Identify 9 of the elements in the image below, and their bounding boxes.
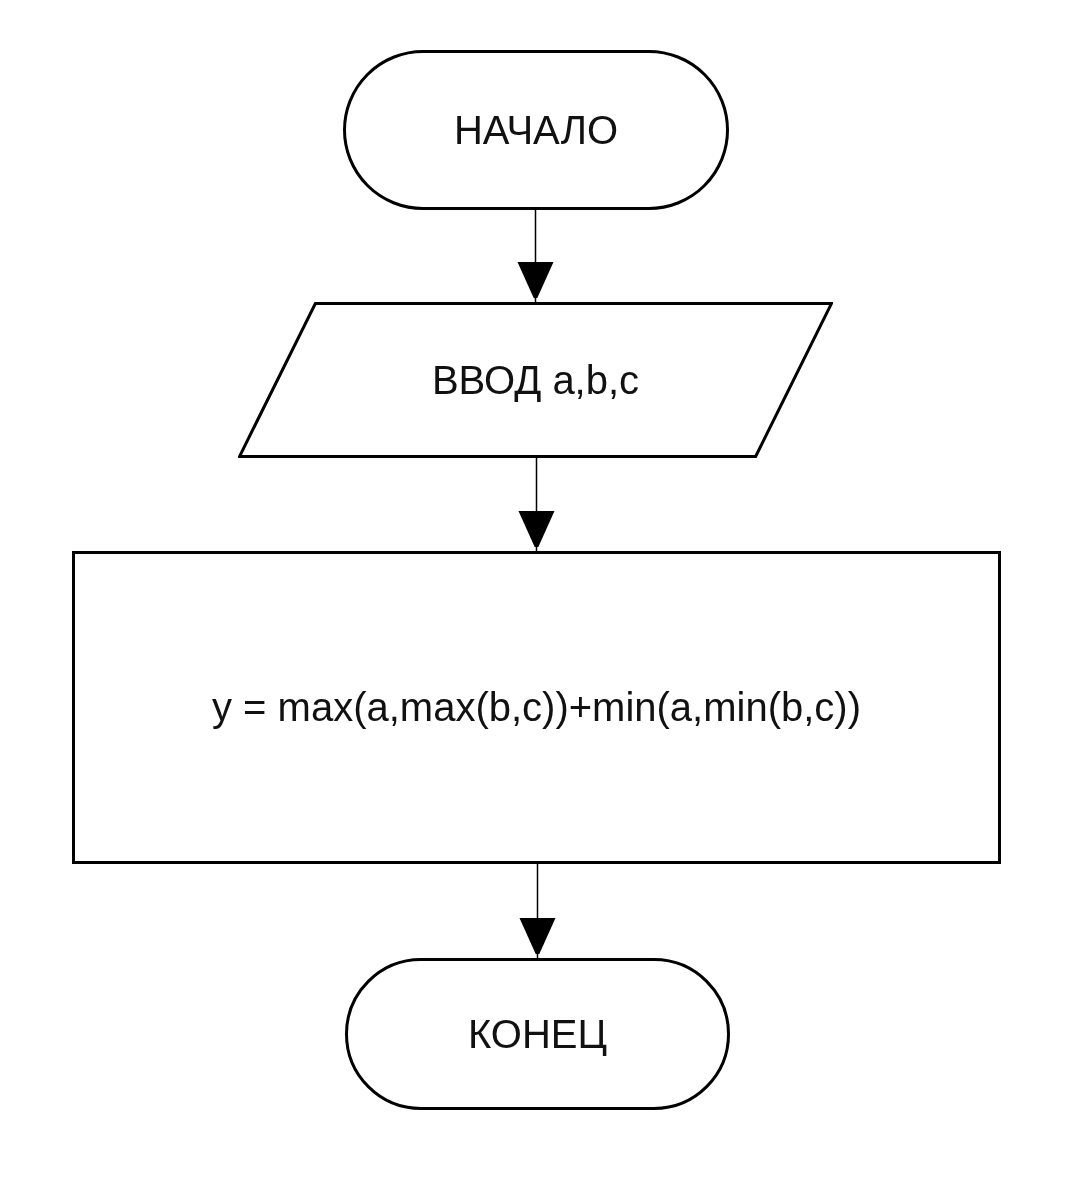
arrow (518, 457, 555, 552)
node-text: ВВОД a,b,c (431, 357, 640, 403)
process-box (72, 551, 1001, 864)
node-text: НАЧАЛО (454, 107, 618, 153)
node-text: y = max(a,max(b,c))+min(a,min(b,c)) (212, 685, 861, 730)
node-text: КОНЕЦ (467, 1011, 608, 1057)
arrow (519, 863, 556, 959)
arrow (517, 209, 554, 303)
input-parallelogram (238, 302, 833, 458)
